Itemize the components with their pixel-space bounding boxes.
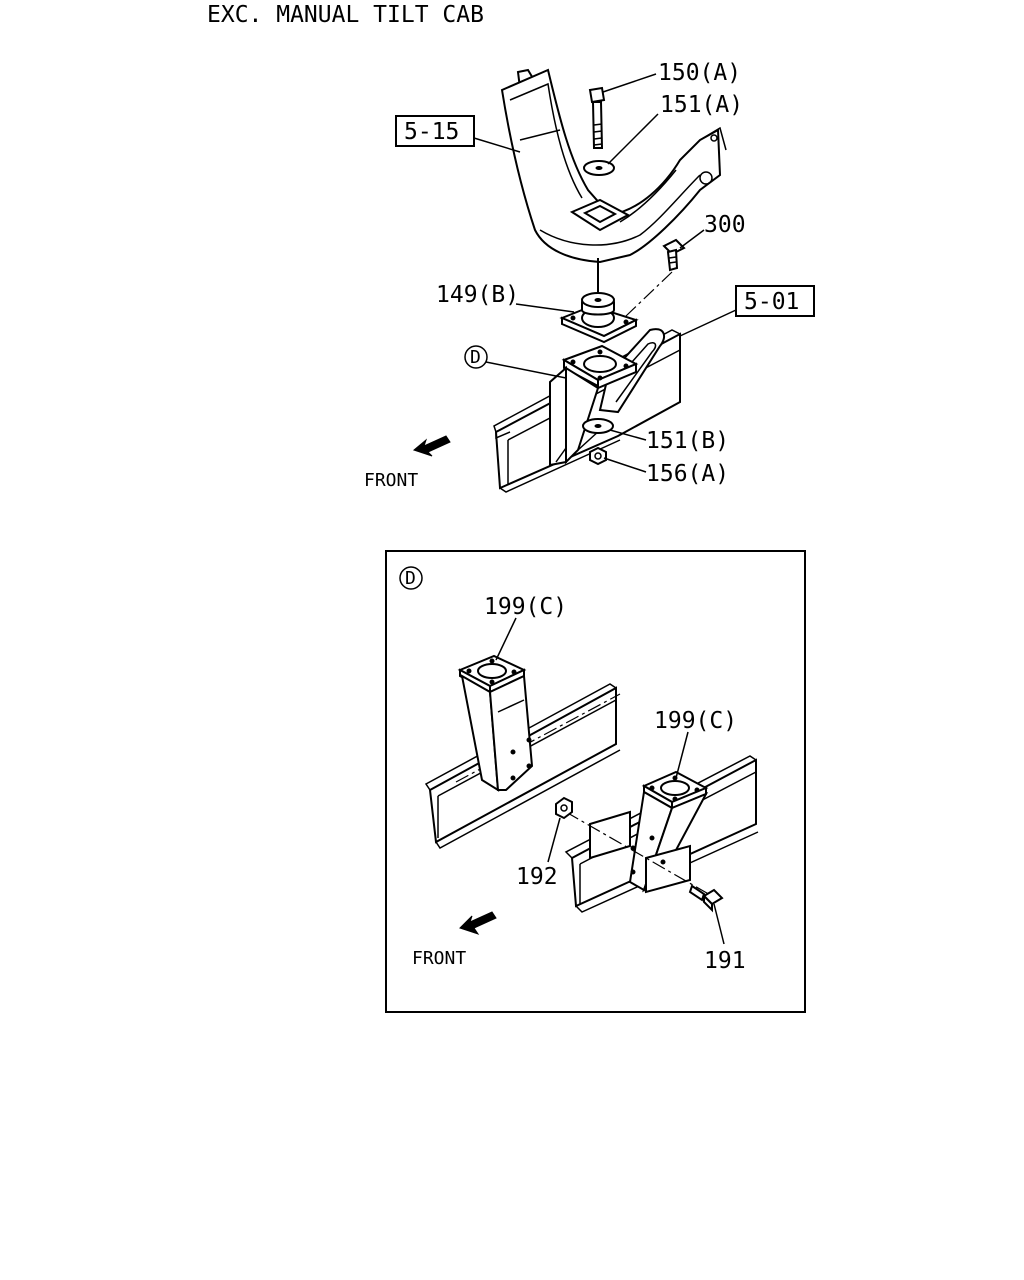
detail-leader-lines: [495, 617, 725, 945]
detail-front-label: FRONT: [412, 948, 466, 969]
nut-156a: [589, 446, 607, 466]
front-label: FRONT: [364, 470, 418, 491]
ref-label-5-15: 5-15: [404, 119, 459, 145]
page-title: EXC. MANUAL TILT CAB: [207, 2, 484, 28]
detail-bolt-191: [688, 884, 724, 913]
detail-bracket-left: [457, 654, 534, 792]
main-leader-lines: [473, 73, 737, 473]
cab-mount-arm: [500, 68, 727, 264]
callout-199c-right: 199(C): [654, 708, 737, 734]
bracket-d: [549, 328, 666, 467]
bolt-300-dashed-line: [625, 271, 673, 317]
detail-view-marker-label: D: [405, 568, 416, 589]
detail-frame: [385, 550, 806, 1013]
callout-300: 300: [704, 212, 746, 238]
detail-nut-192: [555, 796, 573, 820]
callout-156a: 156(A): [646, 461, 729, 487]
main-view: 150(A) 151(A) 300 149(B) 151(B) 156(A) 5…: [364, 60, 815, 493]
detail-view: D: [385, 550, 806, 1013]
front-arrow-icon: [412, 435, 451, 457]
detail-front-arrow-icon: [459, 911, 497, 935]
detail-view-marker: D: [399, 566, 423, 590]
callout-151b: 151(B): [646, 428, 729, 454]
detail-bracket-right: [565, 770, 713, 897]
callout-199c-left: 199(C): [484, 594, 567, 620]
callout-149b: 149(B): [436, 282, 519, 308]
detail-marker-d-label: D: [470, 347, 481, 368]
callout-151a: 151(A): [660, 92, 743, 118]
callout-150a: 150(A): [658, 60, 741, 86]
ref-box-5-01: 5-01: [735, 285, 815, 317]
callout-191: 191: [704, 948, 746, 974]
bolt-150a: [588, 86, 606, 149]
washer-151b: [582, 418, 614, 434]
rubber-mount-149b: [559, 292, 639, 344]
detail-marker-d: D: [464, 345, 488, 369]
ref-box-5-15: 5-15: [395, 115, 475, 147]
bolt-300: [662, 238, 686, 272]
ref-label-5-01: 5-01: [744, 289, 799, 315]
callout-192: 192: [516, 864, 558, 890]
washer-151a: [583, 160, 615, 176]
